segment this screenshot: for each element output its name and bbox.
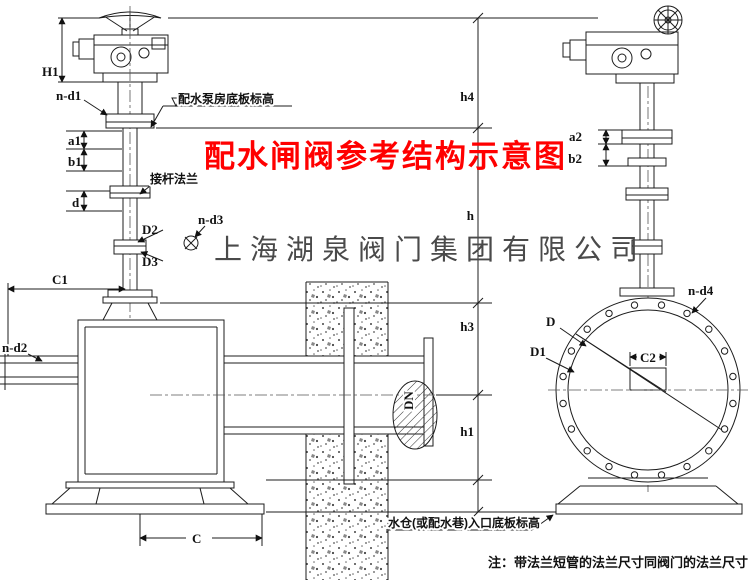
dim-h: h <box>467 208 475 223</box>
dim-h3: h3 <box>460 319 474 334</box>
dim-D2: D2 <box>142 222 158 237</box>
bolt-holes <box>559 301 737 479</box>
valve-body-left <box>0 307 470 485</box>
actuator-left <box>72 11 169 83</box>
left-view <box>0 6 470 580</box>
dim-DN: DN <box>401 391 416 410</box>
dim-a1: a1 <box>68 133 81 148</box>
dim-C2: C2 <box>640 350 656 365</box>
dim-D3: D3 <box>142 254 158 269</box>
annotation-inlet-floor: 水仓(或配水巷)入口底板标高 <box>388 515 540 530</box>
dim-h4: h4 <box>460 89 474 104</box>
annotation-pump-house-floor: 配水泵房底板标高 <box>178 91 274 106</box>
dim-C1: C1 <box>52 272 68 287</box>
labels: H1 n-d1 a1 b1 d D2 D3 n-d3 C1 n-d2 DN C … <box>0 64 714 548</box>
dim-n-d4: n-d4 <box>688 283 714 298</box>
dim-n-d2: n-d2 <box>2 340 27 355</box>
dim-b1: b1 <box>68 154 82 169</box>
stem-right <box>619 83 675 492</box>
dim-d: d <box>72 195 80 210</box>
actuator-right <box>562 5 683 84</box>
dim-h1: h1 <box>460 424 474 439</box>
dim-n-d3: n-d3 <box>198 212 224 227</box>
dim-a2: a2 <box>569 129 582 144</box>
flange-circle <box>548 297 748 483</box>
dimension-lines <box>7 12 667 546</box>
base-right <box>555 477 743 515</box>
dim-H1: H1 <box>42 64 59 79</box>
base-left <box>45 481 265 515</box>
stem-left <box>102 6 158 332</box>
dim-C: C <box>192 531 201 546</box>
leader-lines <box>27 97 707 531</box>
flange-note: 注：带法兰短管的法兰尺寸同阀门的法兰尺寸 <box>488 555 748 570</box>
dim-D1: D1 <box>530 344 546 359</box>
company-watermark: 上海湖泉阀门集团有限公司 <box>214 234 646 266</box>
dim-n-d1: n-d1 <box>56 88 81 103</box>
dim-D: D <box>546 314 555 329</box>
right-view <box>548 5 748 515</box>
diagram-title: 配水闸阀参考结构示意图 <box>204 139 567 174</box>
dim-b2: b2 <box>568 151 582 166</box>
annotation-stem-flange: 接杆法兰 <box>150 171 198 186</box>
